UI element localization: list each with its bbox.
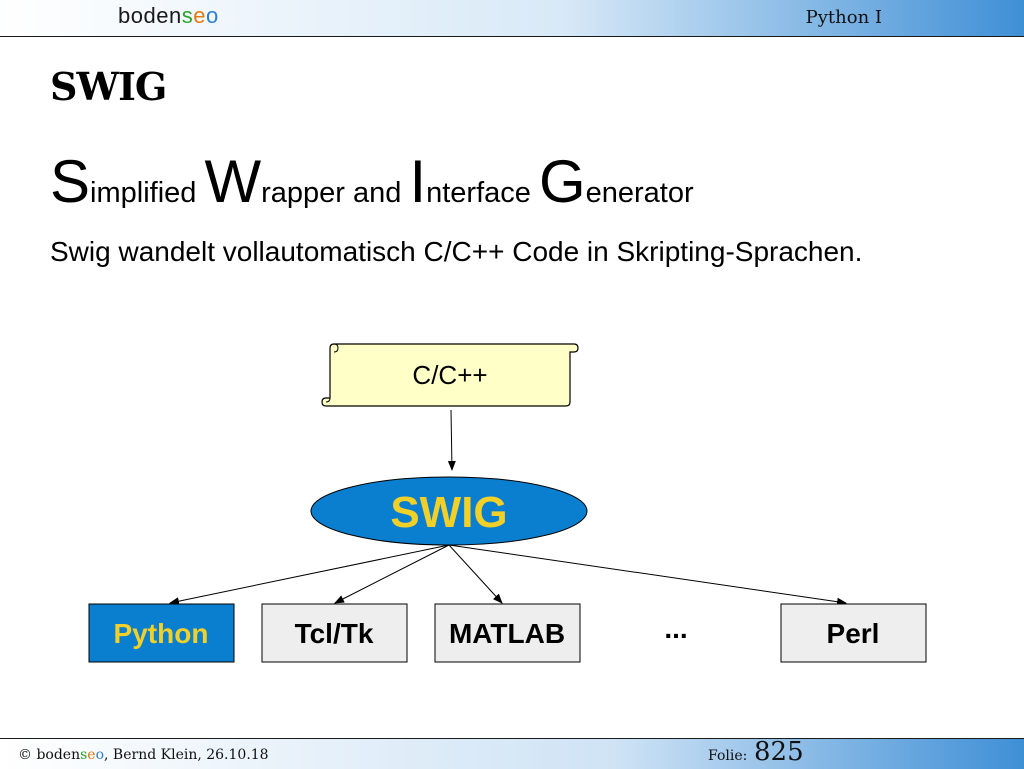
source-label: C/C++ <box>412 360 487 390</box>
slide-number-label: Folie: <box>708 748 748 764</box>
acronym-initial-i: I <box>409 148 427 215</box>
target-python-label: Python <box>114 618 209 649</box>
target-matlab-label: MATLAB <box>449 618 565 649</box>
target-tcltk-label: Tcl/Tk <box>295 618 374 649</box>
target-matlab: MATLAB <box>434 603 581 663</box>
acronym-initial-g: G <box>538 148 586 215</box>
arrow-swig-to-matlab <box>448 544 503 604</box>
target-perl: Perl <box>780 603 927 663</box>
bodenseo-logo: bodenseo <box>118 3 219 28</box>
footer-copyright: © bodenseo, Bernd Klein, 26.10.18 <box>18 747 269 763</box>
slide-subtitle: Swig wandelt vollautomatisch C/C++ Code … <box>50 236 863 267</box>
target-ellipsis: ... <box>664 613 687 644</box>
course-title: Python I <box>805 7 882 28</box>
acronym-rest-w: rapper and <box>261 177 410 209</box>
slide-heading: SWIG <box>50 64 167 109</box>
swig-node: SWIG <box>310 476 588 546</box>
source-scroll: C/C++ <box>321 343 579 407</box>
acronym-initial-w: W <box>204 148 262 215</box>
target-perl-label: Perl <box>827 618 880 649</box>
header-bar: bodenseo Python I <box>0 0 1024 37</box>
acronym-rest-g: enerator <box>585 177 694 209</box>
arrow-source-to-swig <box>447 409 456 471</box>
arrow-swig-to-python <box>169 544 450 606</box>
acronym-expansion: Simplified Wrapper and Interface Generat… <box>50 152 694 212</box>
acronym-rest-i: nterface <box>426 177 539 209</box>
target-python: Python <box>88 603 235 663</box>
acronym-initial-s: S <box>50 148 91 215</box>
arrow-swig-to-tcltk <box>334 544 450 604</box>
swig-node-label: SWIG <box>390 488 507 537</box>
acronym-rest-s: implified <box>90 177 205 209</box>
arrow-swig-to-perl <box>448 544 847 606</box>
footer-bar: © bodenseo, Bernd Klein, 26.10.18 Folie:… <box>0 737 1024 769</box>
slide-number: 825 <box>754 737 804 767</box>
target-tcltk: Tcl/Tk <box>261 603 408 663</box>
